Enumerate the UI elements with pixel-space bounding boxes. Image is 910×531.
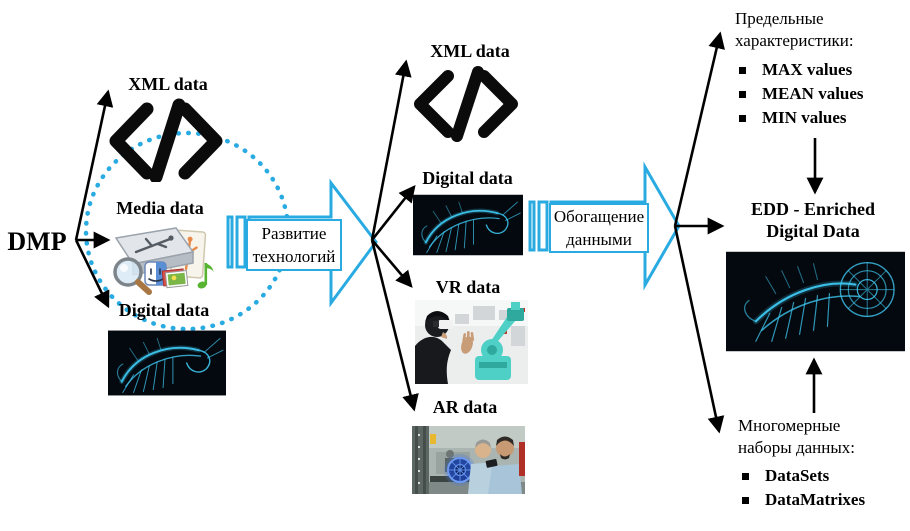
limits-item-label: MAX values	[762, 60, 853, 79]
bullet-square-icon	[742, 496, 749, 504]
stage1-media-label: Media data	[116, 198, 204, 218]
ar-photo	[412, 426, 525, 494]
limits-item: MIN values	[735, 106, 864, 130]
datasets-title-line2: наборы данных:	[738, 438, 855, 457]
media-collage-icon	[113, 227, 214, 295]
stage2-ar-label: AR data	[432, 397, 498, 417]
edd-title-line2: Digital Data	[766, 221, 860, 241]
datasets-block: Многомерные наборы данных: DataSets Data…	[738, 415, 865, 512]
stage1-xml-label: XML data	[128, 74, 208, 94]
bullet-square-icon	[739, 90, 746, 98]
bullet-square-icon	[739, 66, 746, 74]
datasets-item-label: DataMatrixes	[765, 490, 866, 509]
edd-title-line1: EDD - Enriched	[750, 199, 875, 219]
stage2-vr-label: VR data	[435, 277, 501, 297]
vr-photo	[415, 300, 528, 384]
datasets-title-line1: Многомерные	[738, 416, 841, 435]
code-brackets-icon-left	[109, 98, 223, 182]
limits-item-label: MIN values	[762, 108, 847, 127]
digital-data-photo-middle	[413, 194, 523, 256]
transition1-box: Развитие технологий	[246, 219, 342, 271]
datasets-item: DataMatrixes	[738, 488, 865, 512]
transition1-line1: Развитие	[261, 224, 327, 243]
limits-block: Предельные характеристики: MAX values ME…	[735, 8, 864, 130]
code-brackets-icon-middle	[414, 66, 518, 142]
stage1-digital-label: Digital data	[118, 300, 210, 320]
bullet-square-icon	[742, 472, 749, 480]
limits-item-label: MEAN values	[762, 84, 864, 103]
transition2-line1: Обогащение	[553, 207, 645, 226]
transition1-line2: технологий	[252, 247, 336, 266]
dmp-label: DMP	[7, 227, 67, 256]
limits-item: MAX values	[735, 58, 864, 82]
stage2-xml-label: XML data	[430, 41, 510, 61]
digital-data-photo-left	[108, 330, 226, 396]
datasets-item: DataSets	[738, 464, 865, 488]
limits-title-line2: характеристики:	[735, 31, 854, 50]
datasets-item-label: DataSets	[765, 466, 830, 485]
bullet-square-icon	[739, 114, 746, 122]
edd-photo	[726, 251, 905, 352]
transition2-line2: данными	[566, 230, 632, 249]
edd-title: EDD - Enriched Digital Data	[728, 198, 898, 242]
limits-title-line1: Предельные	[735, 9, 824, 28]
transition2-box: Обогащение данными	[549, 203, 649, 253]
limits-item: MEAN values	[735, 82, 864, 106]
stage2-digital-label: Digital data	[422, 168, 513, 188]
